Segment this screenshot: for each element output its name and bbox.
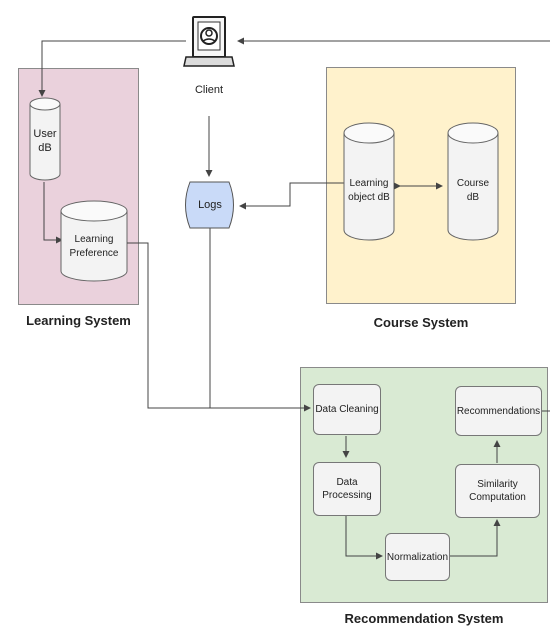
learning-system-title: Learning System (26, 313, 131, 328)
recommendations-box: Recommendations (455, 386, 542, 436)
recommendation-system-title: Recommendation System (344, 611, 504, 626)
similarity-computation-box: Similarity Computation (455, 464, 540, 518)
course-db-cylinder (447, 122, 499, 241)
client-label: Client (194, 84, 224, 96)
learning-object-db-label: Learning object dB (348, 178, 390, 203)
learning-preference-label: Learning Preference (69, 234, 119, 259)
learning-object-db-cylinder (343, 122, 395, 241)
user-db-label: User dB (33, 128, 57, 154)
user-db-cylinder (29, 97, 61, 181)
laptop-user-icon (183, 16, 235, 67)
normalization-box: Normalization (385, 533, 450, 581)
course-system-title: Course System (373, 315, 469, 330)
logs-label: Logs (198, 199, 222, 211)
data-processing-box: Data Processing (313, 462, 381, 516)
logs-node (185, 181, 234, 229)
learning-preference-cylinder (60, 200, 128, 282)
data-cleaning-box: Data Cleaning (313, 384, 381, 435)
course-db-label: Course dB (456, 178, 490, 203)
